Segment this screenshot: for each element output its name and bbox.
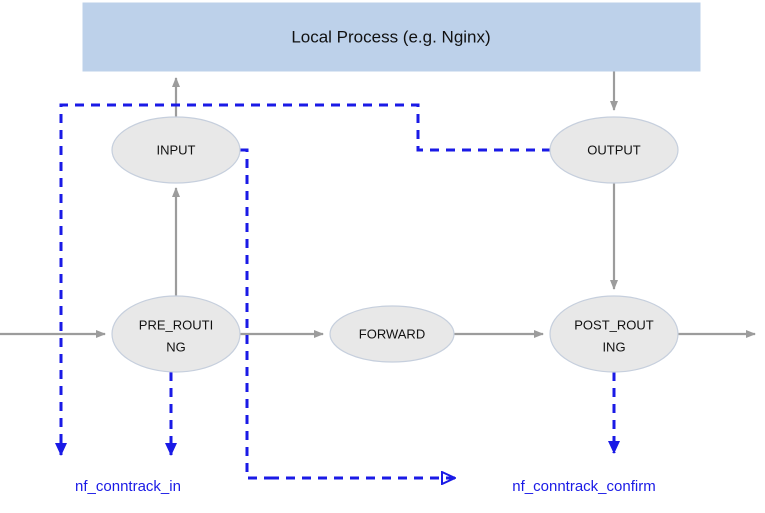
output-ellipse[interactable] [549,116,679,184]
local-process-box[interactable] [82,2,701,72]
output-label: OUTPUT [587,142,641,157]
pre-routing-label-line2: NG [166,339,186,354]
node-forward[interactable]: FORWARD [329,305,455,363]
local-process-label: Local Process (e.g. Nginx) [291,27,490,46]
forward-ellipse[interactable] [329,305,455,363]
post-routing-label-line2: ING [602,339,625,354]
node-output[interactable]: OUTPUT [549,116,679,184]
node-input[interactable]: INPUT [111,116,241,184]
pre-routing-label-line1: PRE_ROUTI [139,317,213,332]
input-label: INPUT [157,142,196,157]
hook-edges-group [55,103,620,480]
input-ellipse[interactable] [111,116,241,184]
hook-label-nf-conntrack-in: nf_conntrack_in [75,478,181,495]
local-process-node[interactable]: Local Process (e.g. Nginx) [82,2,701,72]
pre-routing-ellipse[interactable] [111,295,241,373]
post-routing-ellipse[interactable] [549,295,679,373]
hook-label-nf-conntrack-confirm: nf_conntrack_confirm [512,478,655,495]
node-pre-routing[interactable]: PRE_ROUTI NG [111,295,241,373]
post-routing-label-line1: POST_ROUT [574,317,654,332]
hook-edge-input-to-confirm-rail [240,148,270,480]
hook-edge-output-to-conntrack-in [55,103,551,456]
forward-label: FORWARD [359,326,425,341]
flow-edges-group [0,71,756,338]
node-post-routing[interactable]: POST_ROUT ING [549,295,679,373]
